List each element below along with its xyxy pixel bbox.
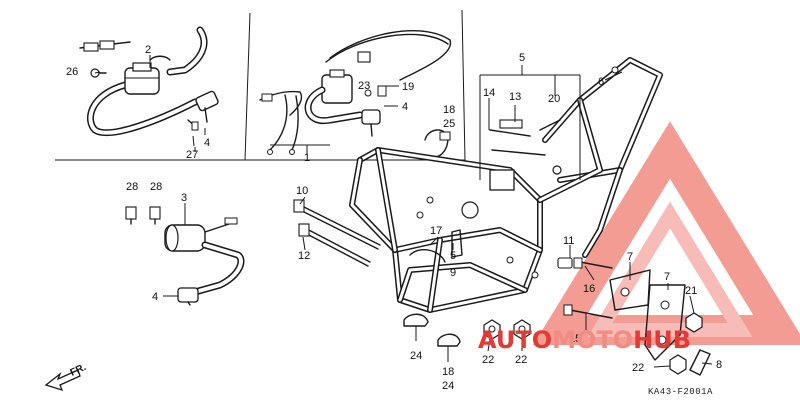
label-part-22a: 22 bbox=[482, 354, 494, 366]
spark-plug-cap-lower-left bbox=[177, 287, 199, 306]
label-part-22c: 22 bbox=[632, 362, 644, 374]
label-part-27: 27 bbox=[186, 149, 198, 161]
spark-plug-cap-upper-left bbox=[187, 90, 219, 131]
label-part-9: 9 bbox=[450, 267, 456, 279]
label-part-10: 10 bbox=[296, 185, 308, 197]
hose-clamp bbox=[424, 129, 451, 158]
label-part-2: 2 bbox=[145, 44, 151, 56]
leader-lines bbox=[94, 55, 713, 368]
watermark-text-moto: MOTO bbox=[552, 326, 633, 354]
rubber-bushings bbox=[403, 313, 461, 347]
ignition-coil-lower-left bbox=[164, 217, 245, 296]
label-part-21: 21 bbox=[685, 285, 697, 297]
label-part-8: 8 bbox=[716, 359, 722, 371]
label-part-4b: 4 bbox=[402, 101, 408, 113]
label-part-28b: 28 bbox=[150, 181, 162, 193]
label-part-28a: 28 bbox=[126, 181, 138, 193]
label-part-3: 3 bbox=[181, 192, 187, 204]
label-part-4c: 4 bbox=[152, 291, 158, 303]
front-direction-arrow: FR. bbox=[44, 362, 88, 392]
engine-hangers bbox=[557, 257, 711, 376]
label-part-7a: 7 bbox=[627, 251, 633, 263]
label-part-13: 13 bbox=[509, 91, 521, 103]
label-part-4: 4 bbox=[204, 137, 210, 149]
svg-text:AUTOMOTOHUB: AUTOMOTOHUB bbox=[478, 326, 691, 354]
label-part-17: 17 bbox=[430, 225, 442, 237]
label-part-24b: 24 bbox=[442, 380, 454, 392]
watermark-text-auto: AUTO bbox=[478, 326, 552, 354]
group-divider bbox=[55, 9, 466, 161]
label-part-1: 1 bbox=[304, 152, 310, 164]
label-part-11: 11 bbox=[563, 235, 574, 247]
label-part-7b: 7 bbox=[664, 271, 670, 283]
watermark-logo bbox=[533, 121, 800, 345]
label-part-16: 16 bbox=[583, 283, 595, 295]
nuts bbox=[483, 312, 703, 375]
coil-mounting-bolts bbox=[125, 206, 161, 225]
watermark-text: AUTOMOTOHUB bbox=[478, 326, 691, 354]
label-part-5: 5 bbox=[519, 52, 525, 64]
watermark-text-hub: HUB bbox=[633, 326, 691, 354]
label-part-5b: 5 bbox=[450, 250, 456, 262]
part-number-labels: 2 26 4 27 1 23 19 4 18 25 5 14 13 20 6 1… bbox=[66, 44, 722, 392]
label-part-22b: 22 bbox=[515, 354, 527, 366]
label-part-25: 25 bbox=[443, 118, 455, 130]
label-part-19: 19 bbox=[402, 81, 414, 93]
frame-bolts bbox=[293, 199, 381, 267]
label-part-18b: 18 bbox=[442, 366, 454, 378]
figure-code: KA43-F2001A bbox=[648, 387, 713, 397]
rear-subframe bbox=[489, 57, 663, 258]
label-part-12: 12 bbox=[298, 250, 310, 262]
ignition-coil-upper-middle bbox=[259, 29, 451, 155]
label-part-15: 15 bbox=[569, 333, 581, 345]
ignition-coil-upper-left bbox=[79, 26, 208, 137]
label-part-14: 14 bbox=[483, 87, 495, 99]
label-part-6: 6 bbox=[598, 76, 604, 88]
label-part-26: 26 bbox=[66, 66, 78, 78]
frame-body bbox=[349, 147, 543, 313]
label-part-18: 18 bbox=[443, 104, 455, 116]
label-part-24a: 24 bbox=[410, 350, 422, 362]
front-marker-label: FR. bbox=[69, 362, 88, 379]
label-part-20: 20 bbox=[548, 93, 560, 105]
label-part-23: 23 bbox=[358, 80, 370, 92]
